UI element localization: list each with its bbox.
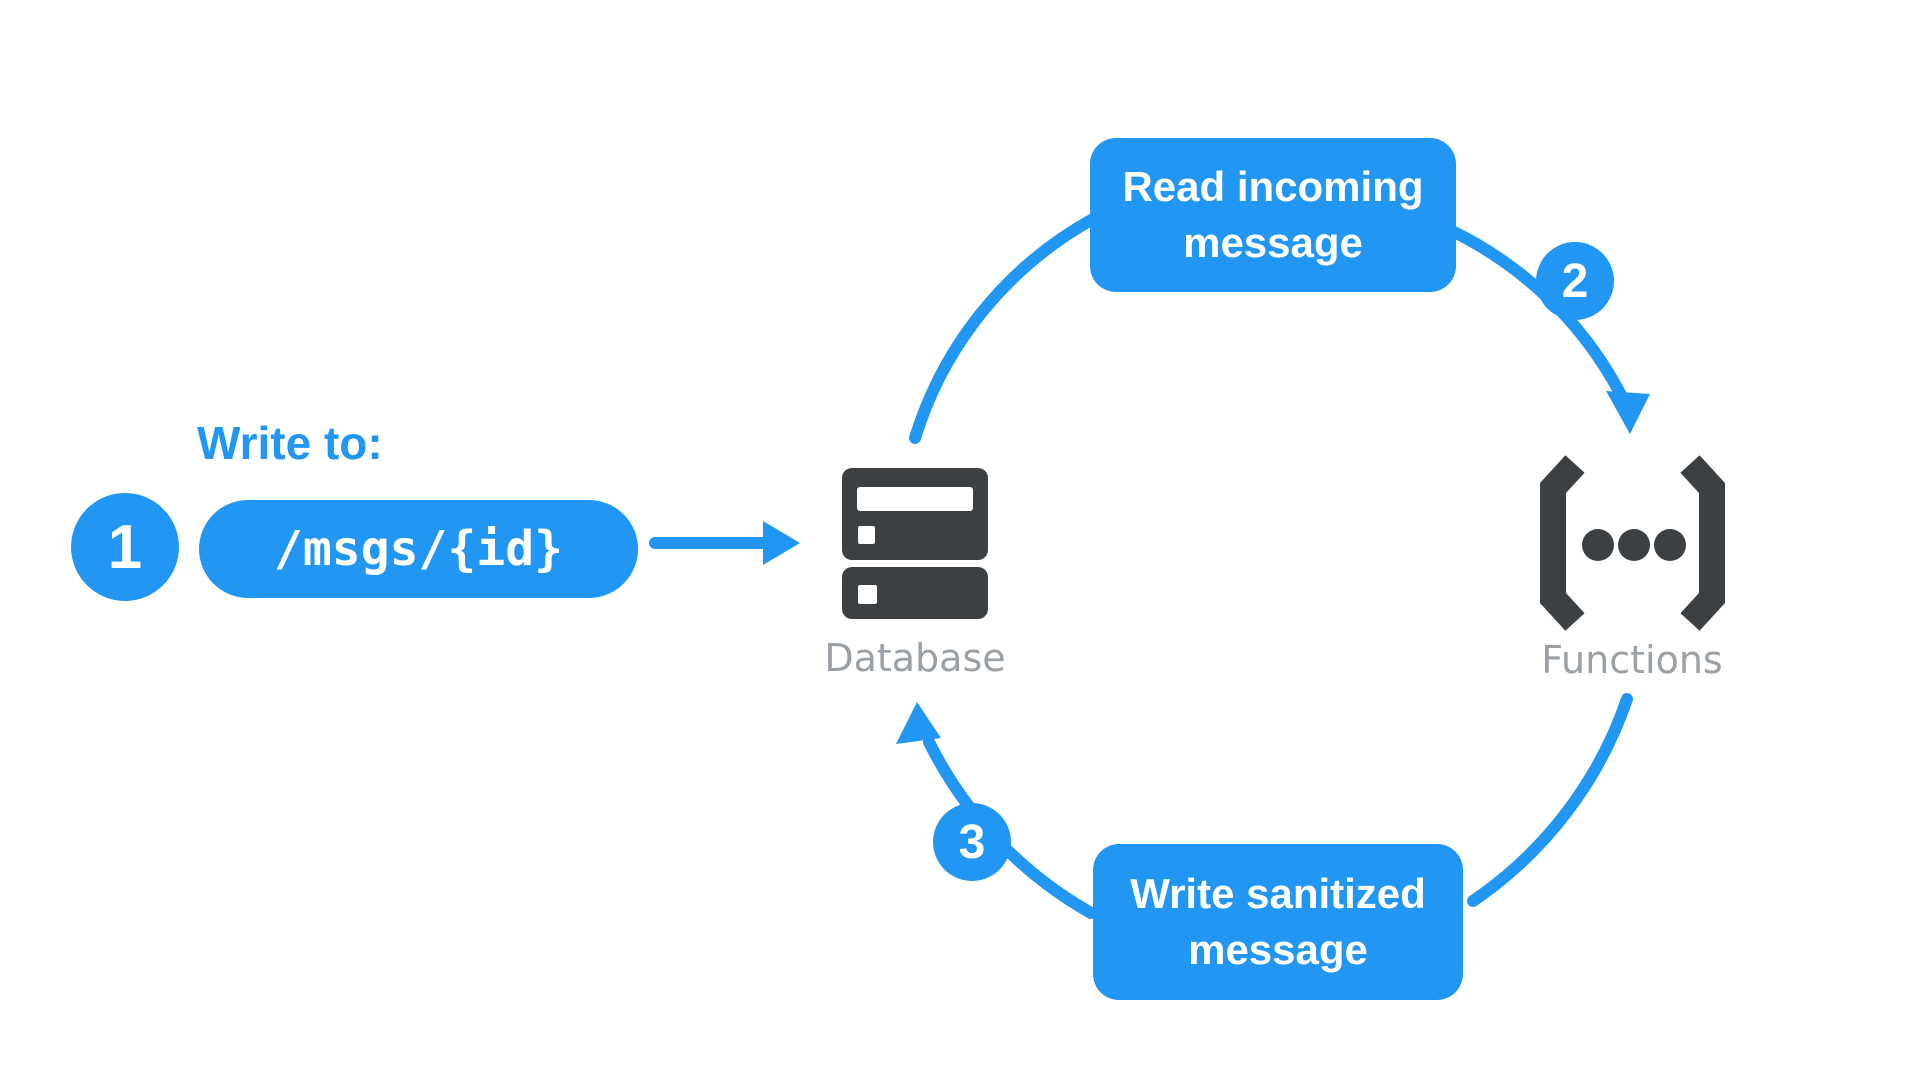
write-arrowhead-icon [763, 521, 800, 565]
database-path-pill: /msgs/{id} [199, 500, 638, 598]
step-1-badge: 1 [71, 493, 179, 601]
functions-label: Functions [1541, 638, 1723, 682]
read-incoming-message-box: Read incoming message [1090, 138, 1456, 292]
arc-database-to-read-box [909, 213, 1099, 444]
write-arrow [649, 521, 800, 565]
arrowhead-to-functions-icon [1606, 391, 1650, 434]
database-icon [842, 468, 988, 619]
write-to-heading: Write to: [197, 417, 383, 469]
arrowhead-to-database-icon [896, 702, 941, 744]
database-label: Database [824, 636, 1006, 680]
arc-functions-to-write-box [1467, 693, 1633, 907]
functions-icon [1540, 455, 1725, 631]
step-2-badge: 2 [1536, 242, 1614, 320]
step-3-badge: 3 [933, 803, 1011, 881]
write-sanitized-message-box: Write sanitized message [1093, 844, 1463, 1000]
